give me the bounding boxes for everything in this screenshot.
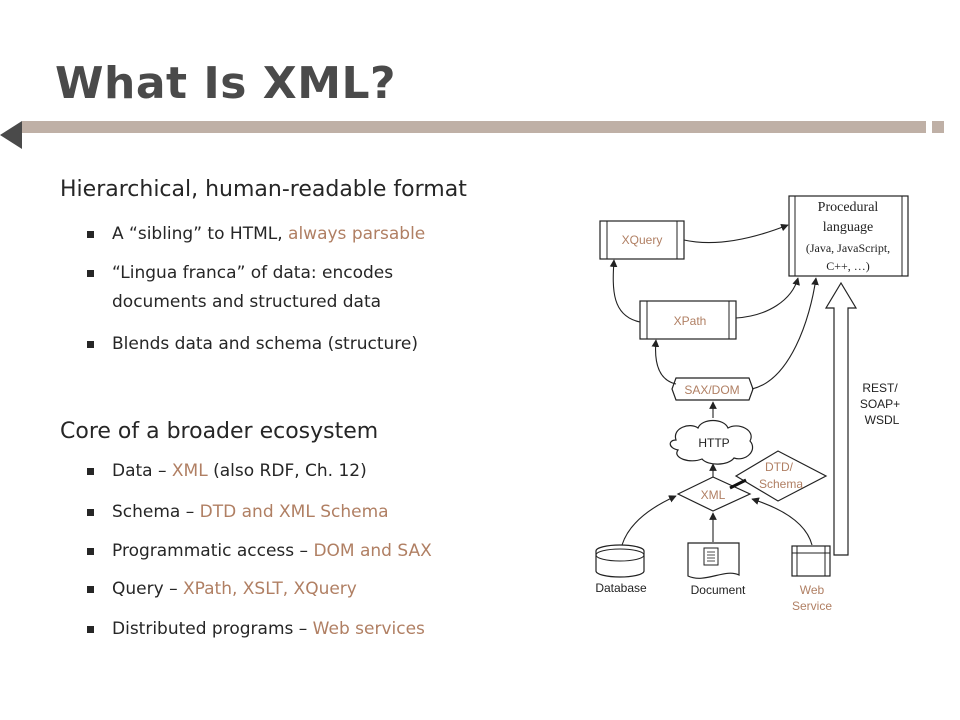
bullet-text: Query –: [112, 579, 183, 599]
bullet-text: Blends data and schema (structure): [112, 334, 418, 354]
arrow-webservice-xml: [751, 497, 813, 546]
section-heading-ecosystem: Core of a broader ecosystem: [60, 419, 379, 444]
bullet-marker: [87, 270, 94, 277]
http-label: HTTP: [698, 436, 729, 450]
dtd-label-1: DTD/: [765, 460, 794, 474]
dtd-schema-shape: DTD/ Schema: [734, 450, 828, 502]
bullet-text: “Lingua franca” of data: encodes: [112, 263, 394, 283]
bullet-marker: [87, 341, 94, 348]
document-icon: Document: [687, 542, 746, 597]
database-label: Database: [595, 581, 647, 595]
title-rule-corner: [0, 121, 22, 149]
xml-shape: XML: [676, 476, 752, 512]
database-icon: Database: [595, 544, 647, 595]
page-title: What Is XML?: [55, 58, 397, 109]
bullet-highlight: Web services: [312, 619, 425, 639]
title-rule-end: [932, 121, 944, 133]
bullet-highlight: XML: [171, 461, 208, 481]
arrow-xpath-procedural: [735, 277, 800, 319]
bullet-highlight: XPath, XSLT, XQuery: [182, 579, 357, 599]
rest-label-3: WSDL: [865, 413, 900, 427]
bullet-marker: [87, 468, 94, 475]
xquery-label: XQuery: [622, 233, 663, 247]
procedural-label-2: language: [823, 220, 874, 235]
bullet-marker: [87, 586, 94, 593]
rest-arrow: [824, 281, 858, 556]
bullet-text-continued: documents and structured data: [112, 292, 382, 312]
bullet-text: Data –: [112, 461, 172, 481]
dtd-label-2: Schema: [759, 477, 803, 491]
bullet-highlight: DOM and SAX: [313, 541, 432, 561]
arrow-saxdom-procedural: [751, 277, 819, 390]
bullet-highlight: always parsable: [288, 224, 426, 244]
procedural-label-1: Procedural: [818, 200, 879, 215]
bullet-text: A “sibling” to HTML,: [112, 224, 289, 244]
xml-label: XML: [701, 488, 726, 502]
procedural-language-box: Procedural language (Java, JavaScript, C…: [788, 195, 909, 277]
xpath-box: XPath: [639, 300, 737, 340]
bullet-text: Distributed programs –: [112, 619, 313, 639]
http-cloud: HTTP: [669, 419, 754, 465]
arrow-saxdom-xpath: [651, 339, 677, 385]
bullet-marker: [87, 626, 94, 633]
bullet-marker: [87, 509, 94, 516]
document-label: Document: [691, 583, 746, 597]
bullet-marker: [87, 548, 94, 555]
bullet-text: Programmatic access –: [112, 541, 314, 561]
bullet-text: Schema –: [112, 502, 200, 522]
arrow-xpath-xquery: [609, 259, 641, 323]
procedural-label-4: C++, …): [826, 259, 870, 273]
saxdom-label: SAX/DOM: [684, 383, 739, 397]
rest-label-2: SOAP+: [860, 397, 900, 411]
procedural-label-3: (Java, JavaScript,: [806, 241, 890, 255]
xpath-label: XPath: [674, 314, 707, 328]
webservice-label-2: Service: [792, 599, 832, 613]
section-heading-format: Hierarchical, human-readable format: [60, 177, 467, 202]
title-rule: [22, 121, 926, 133]
arrow-database-xml: [621, 495, 677, 546]
web-service-box: Web Service: [791, 545, 832, 613]
xquery-box: XQuery: [599, 220, 685, 260]
webservice-label-1: Web: [800, 583, 825, 597]
arrow-xquery-procedural: [683, 223, 789, 244]
bullet-marker: [87, 231, 94, 238]
bullet-text-rest: (also RDF, Ch. 12): [207, 461, 367, 481]
rest-label-1: REST/: [862, 381, 898, 395]
bullet-highlight: DTD and XML Schema: [199, 502, 389, 522]
xml-dtd-link: [729, 478, 747, 490]
saxdom-box: SAX/DOM: [671, 377, 754, 401]
